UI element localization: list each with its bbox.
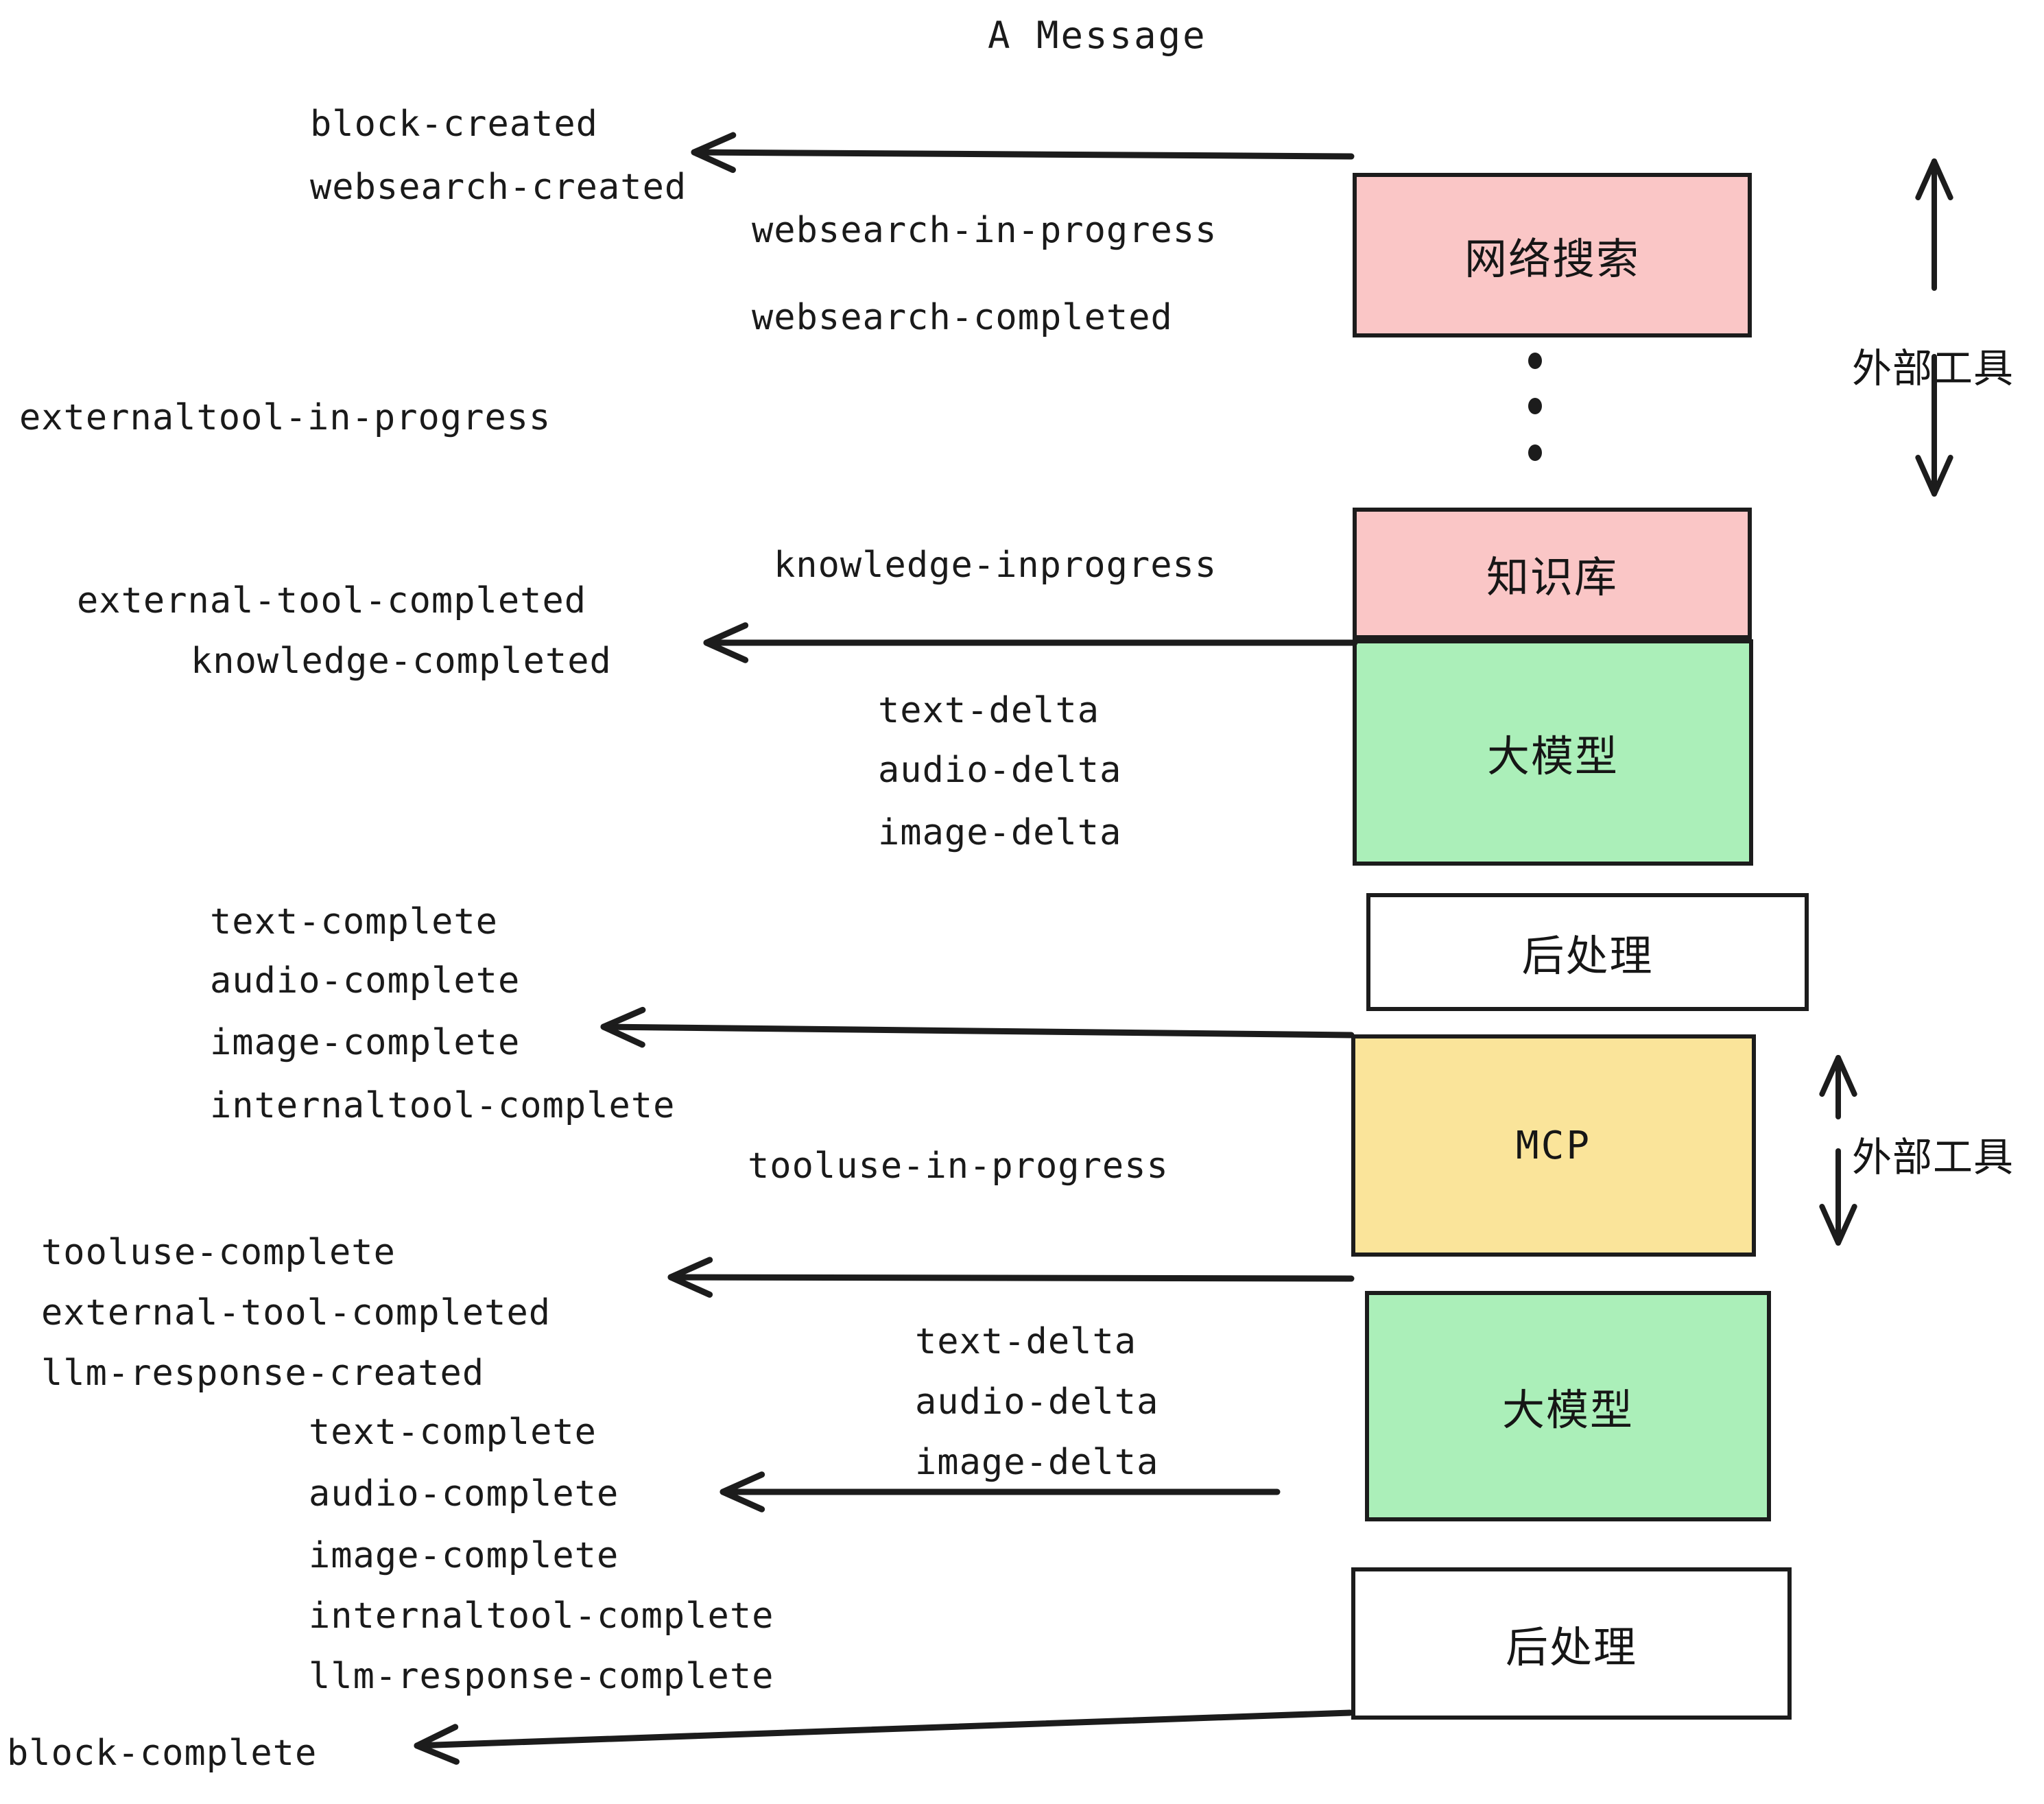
event-label: websearch-completed [752, 297, 1173, 338]
box-mcp[interactable]: MCP [1351, 1034, 1756, 1257]
external-tools-top-up-head [1915, 158, 1953, 200]
event-label: text-complete [210, 901, 498, 942]
box-llm-1[interactable]: 大模型 [1353, 639, 1753, 866]
ellipsis-dot-icon [1528, 444, 1542, 461]
arrow-image-complete-line [600, 1023, 1355, 1039]
external-tools-bottom-up-head [1819, 1055, 1857, 1097]
event-label: text-delta [915, 1321, 1137, 1362]
arrow-block-created-head [691, 132, 737, 174]
event-label: internaltool-complete [210, 1085, 676, 1126]
event-label: external-tool-completed [77, 580, 587, 621]
event-label: audio-complete [210, 960, 521, 1001]
event-label: image-complete [210, 1022, 521, 1063]
arrow-block-created-line [691, 149, 1355, 160]
event-label: external-tool-completed [41, 1292, 551, 1333]
event-label: image-complete [309, 1535, 619, 1576]
event-label: knowledge-completed [191, 641, 612, 682]
arrow-tooluse-complete-line [667, 1274, 1355, 1282]
arrow-block-complete-line [414, 1709, 1353, 1749]
box-postprocess-2[interactable]: 后处理 [1351, 1567, 1792, 1720]
side-label-external-tools-bottom: 外部工具 [1852, 1134, 2015, 1180]
event-label: audio-delta [915, 1381, 1159, 1423]
external-tools-bottom-down-head [1819, 1204, 1857, 1246]
box-knowledge[interactable]: 知识库 [1353, 508, 1752, 639]
external-tools-top-down-head [1915, 455, 1953, 497]
event-label: audio-complete [309, 1473, 619, 1515]
arrow-tooluse-complete-head [667, 1257, 713, 1298]
event-label: text-complete [309, 1412, 597, 1453]
event-label: image-delta [878, 812, 1122, 853]
box-postprocess-1[interactable]: 后处理 [1366, 893, 1809, 1011]
event-label: websearch-in-progress [752, 210, 1217, 251]
arrow-image-complete-head [600, 1006, 646, 1048]
event-label: knowledge-inprogress [774, 545, 1217, 586]
event-label: llm-response-complete [309, 1656, 774, 1697]
arrow-audio-complete-head [720, 1471, 765, 1512]
box-websearch[interactable]: 网络搜索 [1353, 173, 1752, 337]
arrow-block-complete-head [414, 1724, 460, 1765]
event-label: externaltool-in-progress [19, 397, 551, 438]
event-label: llm-response-created [41, 1353, 485, 1394]
ellipsis-dot-icon [1528, 398, 1542, 414]
page-title: A Message [988, 14, 1207, 57]
event-label: websearch-created [310, 167, 687, 208]
event-label: image-delta [915, 1442, 1159, 1483]
ellipsis-dot-icon [1528, 353, 1542, 369]
side-label-external-tools-top: 外部工具 [1852, 345, 2015, 392]
event-label: block-created [310, 104, 598, 145]
event-label: internaltool-complete [309, 1595, 774, 1637]
event-label: tooluse-complete [41, 1232, 396, 1273]
box-llm-2[interactable]: 大模型 [1365, 1291, 1771, 1521]
event-label: tooluse-in-progress [748, 1146, 1169, 1187]
event-label: audio-delta [878, 750, 1122, 791]
arrow-knowledge-completed-head [703, 622, 749, 663]
event-label: block-complete [7, 1733, 318, 1774]
event-label: text-delta [878, 690, 1100, 731]
